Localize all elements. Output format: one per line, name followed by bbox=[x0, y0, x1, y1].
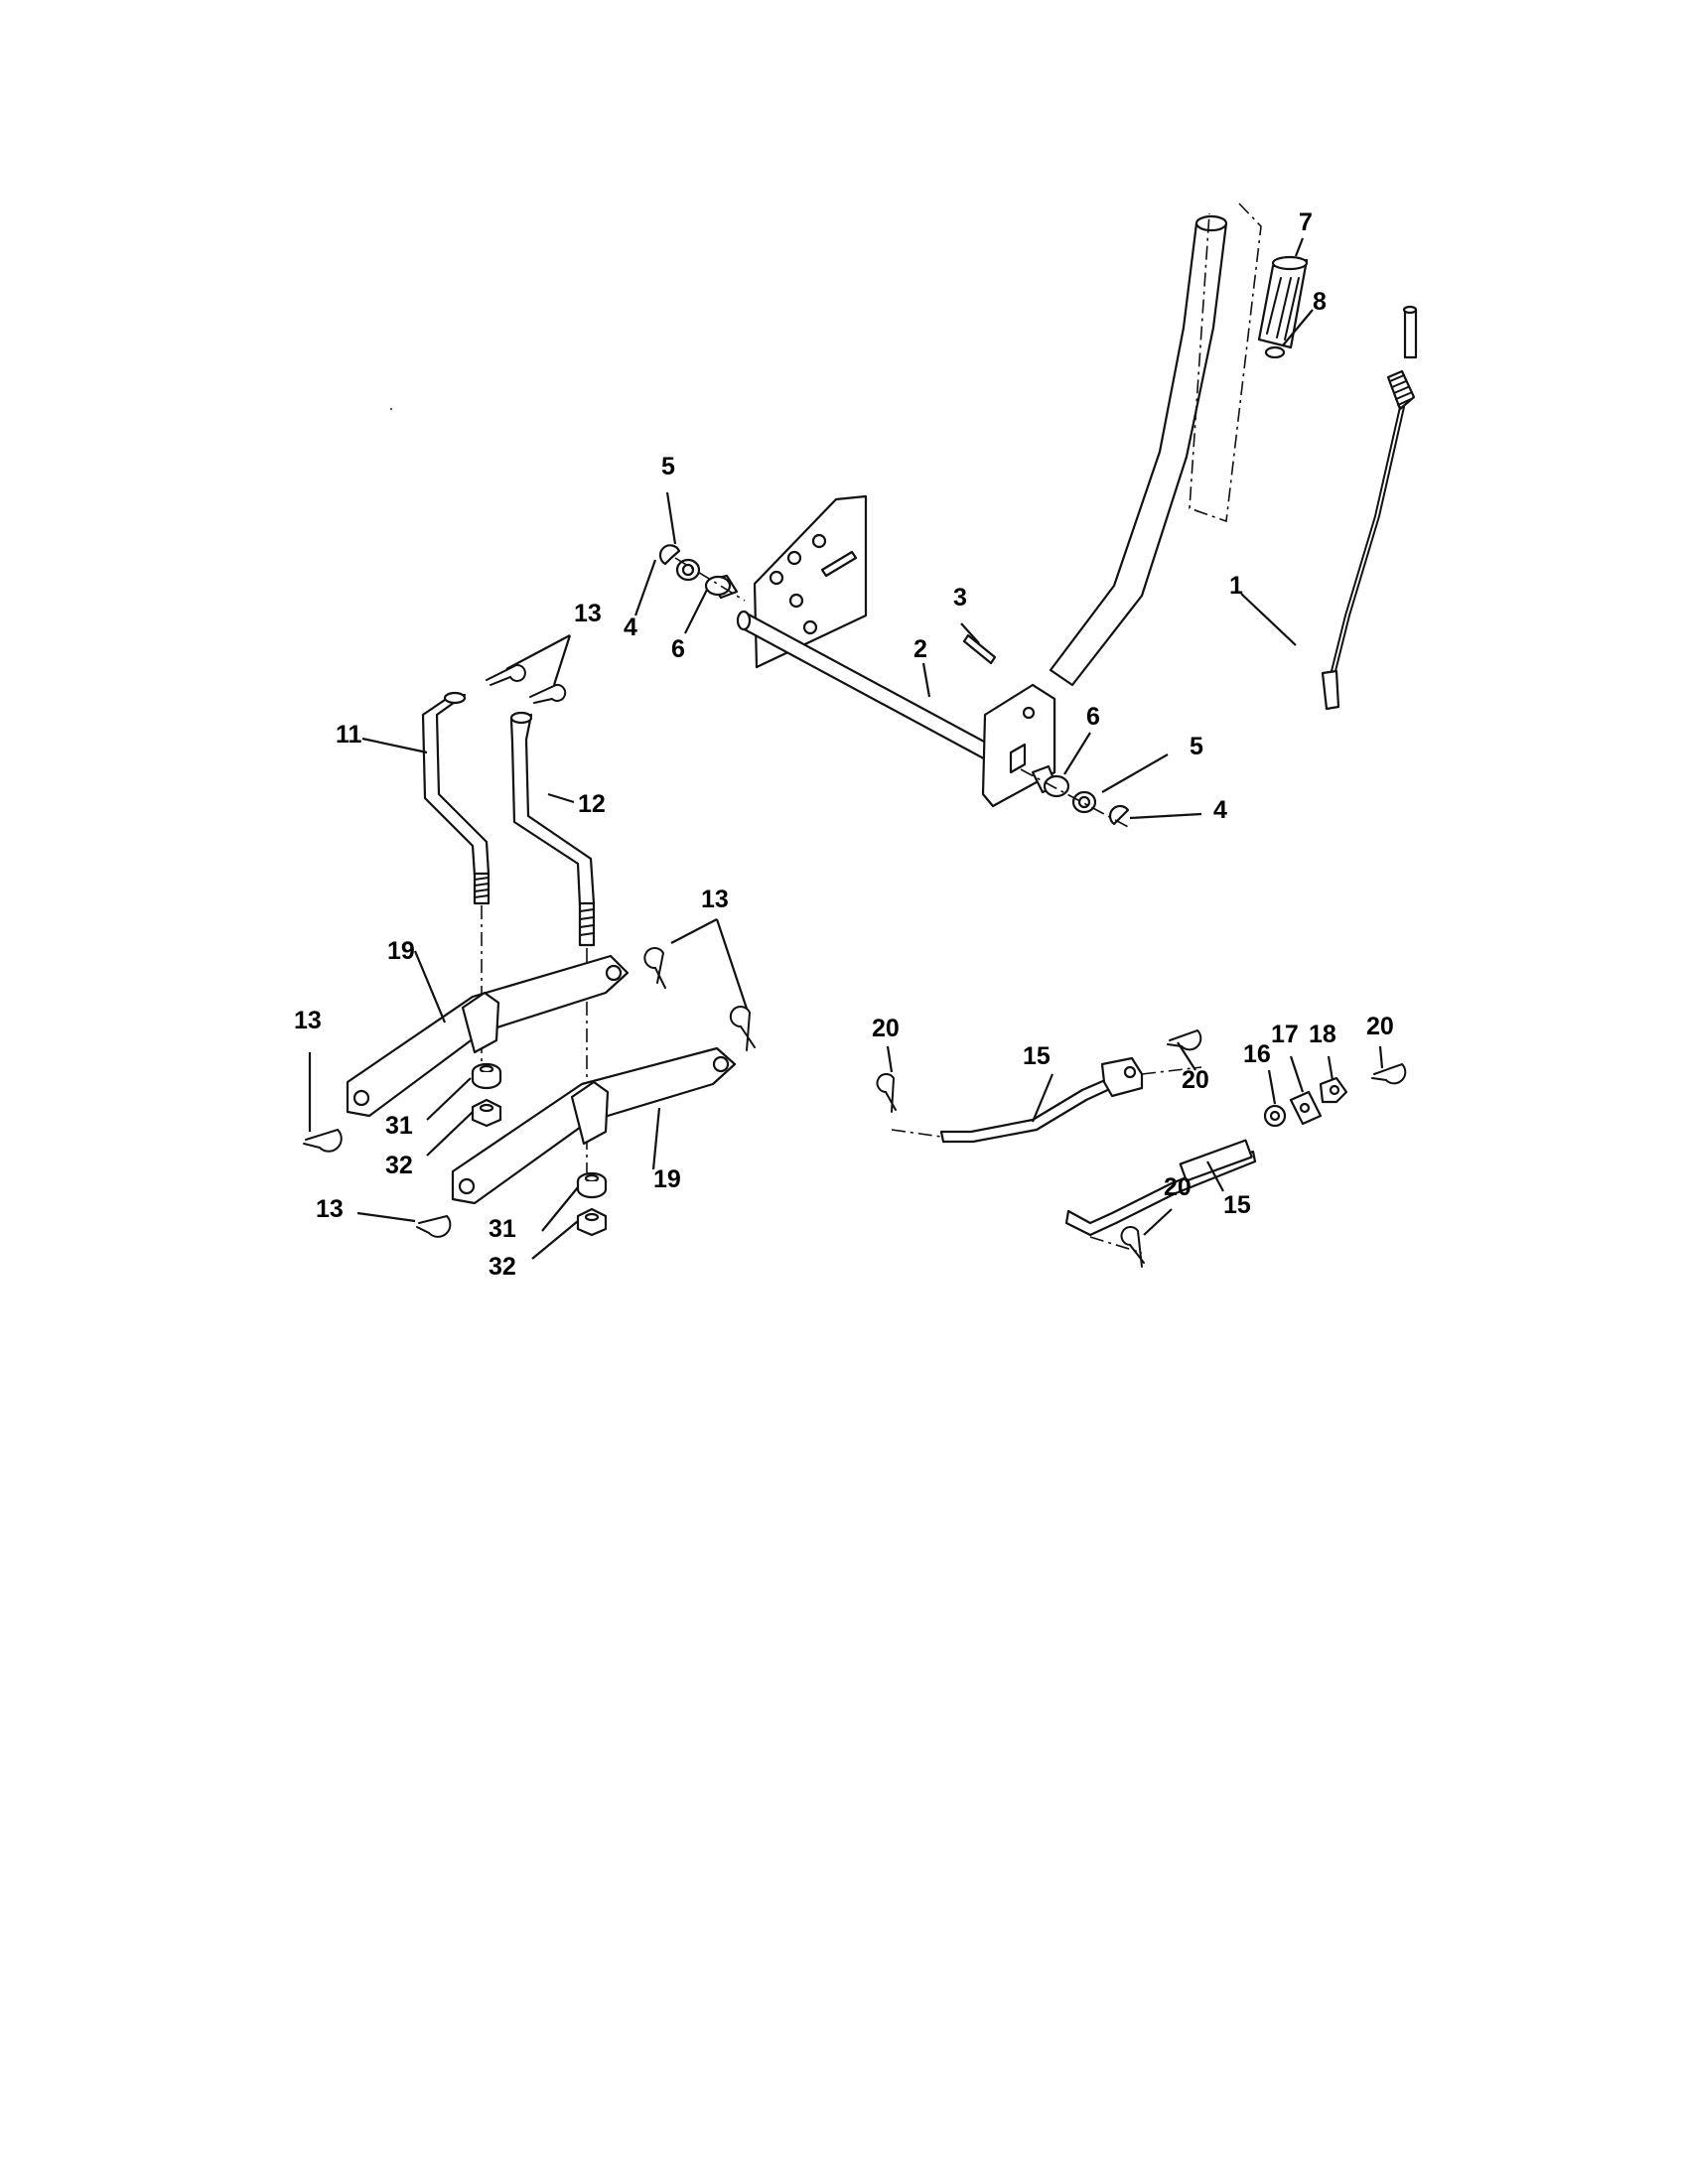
nut-32-lower bbox=[576, 1207, 608, 1237]
centerline-shaft bbox=[1020, 768, 1133, 830]
nut-32-upper bbox=[471, 1098, 502, 1128]
callout-16: 16 bbox=[1243, 1040, 1271, 1068]
callout-4-right: 4 bbox=[1213, 796, 1227, 824]
mounting-plate bbox=[753, 494, 868, 669]
callout-1: 1 bbox=[1229, 572, 1243, 600]
callout-2: 2 bbox=[913, 635, 927, 663]
grip bbox=[1257, 255, 1309, 349]
washer-right bbox=[1071, 790, 1097, 814]
retaining-clip-left bbox=[658, 544, 681, 566]
callout-15-upper: 15 bbox=[1023, 1042, 1051, 1070]
scan-speck bbox=[389, 407, 393, 411]
adjust-rod-upper bbox=[939, 1056, 1144, 1144]
hair-pin-20-upper bbox=[1167, 1028, 1202, 1051]
cotter-pin bbox=[962, 633, 997, 665]
lift-handle bbox=[1049, 214, 1228, 687]
hair-pin-20-right bbox=[1371, 1062, 1407, 1085]
washer-31-lower bbox=[576, 1171, 608, 1199]
callout-20-left: 20 bbox=[872, 1015, 900, 1042]
lift-link-right bbox=[509, 711, 596, 947]
washer-left bbox=[675, 558, 701, 582]
trunnion-17 bbox=[1289, 1090, 1323, 1126]
callout-11: 11 bbox=[336, 721, 362, 749]
callout-7: 7 bbox=[1299, 208, 1313, 236]
callout-13-top: 13 bbox=[574, 600, 602, 627]
callout-13-mid: 13 bbox=[701, 886, 729, 913]
callout-labels: 1 2 3 4 4 5 5 6 6 7 8 11 12 13 13 13 13 … bbox=[294, 208, 1394, 1281]
callout-4-left: 4 bbox=[624, 614, 637, 641]
callout-6-left: 6 bbox=[671, 635, 685, 663]
callout-12: 12 bbox=[578, 790, 606, 818]
callout-31-upper: 31 bbox=[385, 1112, 413, 1140]
hair-pin-top-right bbox=[529, 683, 567, 704]
callout-5-right: 5 bbox=[1190, 733, 1203, 760]
lift-link-left bbox=[421, 691, 491, 905]
leader-lines bbox=[308, 237, 1384, 1260]
pivot-shaft bbox=[736, 610, 1025, 778]
callout-17: 17 bbox=[1271, 1021, 1299, 1048]
callout-18: 18 bbox=[1309, 1021, 1336, 1048]
centerline-rod-upper-right bbox=[1141, 1066, 1202, 1075]
hair-pin-20-left bbox=[876, 1073, 897, 1113]
callout-13-bottom: 13 bbox=[316, 1195, 344, 1223]
callout-31-lower: 31 bbox=[489, 1215, 516, 1243]
lift-arm-lower bbox=[451, 1046, 737, 1205]
callout-15-lower: 15 bbox=[1223, 1191, 1251, 1219]
adjust-rod-lower bbox=[1064, 1139, 1257, 1237]
callout-19-upper: 19 bbox=[387, 937, 415, 965]
callout-3: 3 bbox=[953, 584, 967, 612]
callout-32-upper: 32 bbox=[385, 1152, 413, 1179]
hair-pin-20-lower bbox=[1120, 1226, 1145, 1268]
callout-32-lower: 32 bbox=[489, 1253, 516, 1281]
hair-pin-mid-left bbox=[643, 947, 666, 989]
callout-6-right: 6 bbox=[1086, 703, 1100, 731]
callout-8: 8 bbox=[1313, 288, 1327, 316]
lift-arm-upper bbox=[346, 954, 630, 1118]
washer-16 bbox=[1263, 1104, 1287, 1128]
callout-20-lower: 20 bbox=[1164, 1173, 1192, 1201]
nut-18 bbox=[1319, 1076, 1348, 1104]
release-rod-assembly bbox=[1321, 305, 1418, 711]
callout-20-upper: 20 bbox=[1182, 1066, 1209, 1094]
callout-13-left: 13 bbox=[294, 1007, 322, 1034]
retaining-clip-right bbox=[1108, 804, 1130, 826]
hair-pin-top-left bbox=[486, 663, 526, 686]
callout-20-right: 20 bbox=[1366, 1013, 1394, 1040]
hair-pin-bottom-left bbox=[416, 1214, 452, 1238]
hair-pin-mid-right bbox=[729, 1006, 756, 1051]
washer-31-upper bbox=[471, 1062, 502, 1090]
centerline-shaft-left bbox=[674, 557, 746, 602]
hair-pin-far-left bbox=[303, 1128, 343, 1153]
callout-19-lower: 19 bbox=[653, 1165, 681, 1193]
button bbox=[1264, 345, 1286, 359]
centerline-rod-upper bbox=[891, 1129, 942, 1138]
callout-5-left: 5 bbox=[661, 453, 675, 480]
centerline-rod-lower bbox=[1089, 1236, 1143, 1254]
grip-position-outline bbox=[1189, 203, 1262, 523]
